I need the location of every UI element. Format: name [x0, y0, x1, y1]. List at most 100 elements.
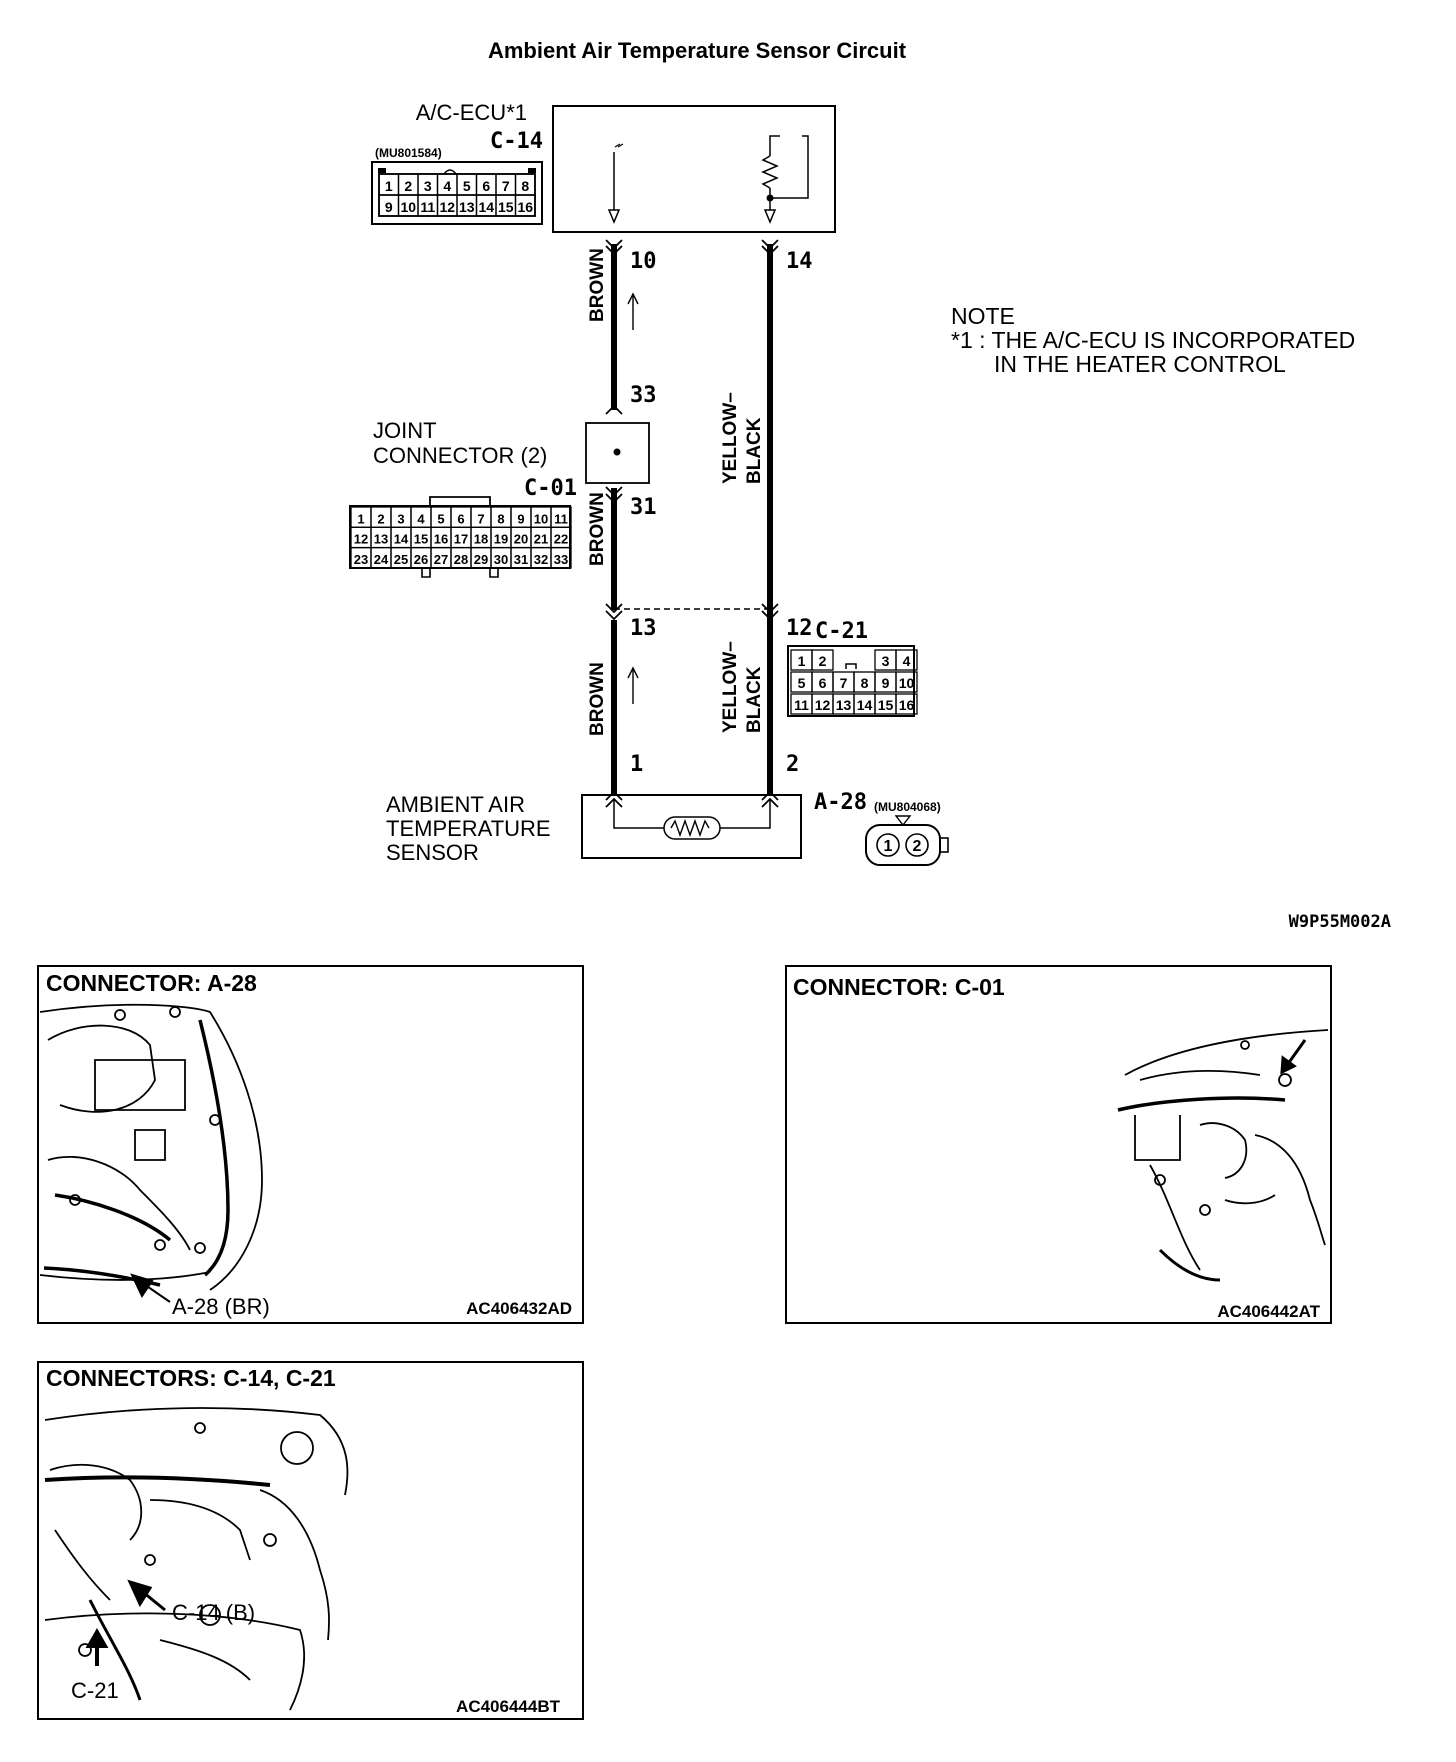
c21-pin-label: 2 — [819, 653, 827, 669]
wire-label-yellow-upper: YELLOW– — [720, 392, 741, 484]
panel-a28-code: AC406432AD — [466, 1299, 572, 1318]
pin-12: 12 — [786, 616, 813, 641]
panel-c01-title: CONNECTOR: C-01 — [793, 974, 1005, 1000]
ecu-box — [552, 105, 836, 233]
joint-label-line1: JOINT — [373, 418, 437, 443]
sensor-label-line3: SENSOR — [386, 840, 479, 865]
c01-pin-label: 33 — [554, 552, 568, 567]
c01-pin-label: 3 — [397, 511, 404, 526]
c01-pin-label: 19 — [494, 532, 508, 547]
pin-1: 1 — [630, 752, 643, 777]
c21-cell — [895, 649, 918, 671]
c01-pin-label: 28 — [454, 552, 468, 567]
c14-pin-label: 16 — [517, 199, 533, 215]
panel-connector-a28: CONNECTOR: A-28 A-28 (BR) AC406432AD — [37, 965, 584, 1324]
diagram-title: Ambient Air Temperature Sensor Circuit — [488, 38, 907, 63]
c14-pin-label: 7 — [502, 178, 510, 194]
c01-pin-label: 1 — [357, 511, 364, 526]
c01-pin-label: 4 — [417, 511, 425, 526]
ecu-connector-id: C-14 — [490, 129, 543, 154]
c21-cell — [895, 671, 918, 693]
wire-brown-lower — [605, 620, 623, 808]
sensor-box — [581, 794, 802, 859]
c21-pin-label: 14 — [857, 697, 873, 713]
c21-pin-label: 12 — [815, 697, 831, 713]
c01-pin-label: 23 — [354, 552, 368, 567]
c01-pin-label: 2 — [377, 511, 384, 526]
panel-a28-title: CONNECTOR: A-28 — [46, 970, 257, 996]
c14-callout-arrow-icon — [127, 1579, 166, 1612]
c14-pin-label: 5 — [463, 178, 471, 194]
pin-33: 33 — [630, 383, 657, 408]
c01-pin-label: 26 — [414, 552, 428, 567]
wire-brown-upper — [605, 239, 623, 415]
dashboard-illustration-c14-c21 — [44, 1407, 349, 1711]
c21-pin-label: 10 — [899, 675, 915, 691]
wire-label-brown-lower: BROWN — [587, 662, 608, 736]
panel-c14c21-callout1: C-14 (B) — [172, 1600, 255, 1625]
wire-label-brown-upper: BROWN — [587, 248, 608, 322]
note-line2: IN THE HEATER CONTROL — [994, 351, 1286, 377]
c21-pin-label: 16 — [899, 697, 915, 713]
dashboard-illustration-c01 — [1117, 1029, 1329, 1282]
c14-pin-label: 15 — [498, 199, 514, 215]
sensor-label-line2: TEMPERATURE — [386, 816, 551, 841]
a28-pin-2: 2 — [913, 838, 922, 855]
current-arrow-upper-icon — [627, 292, 639, 330]
c21-pin-label: 3 — [882, 653, 890, 669]
c14-pin-label: 2 — [404, 178, 412, 194]
c01-pin-label: 7 — [477, 511, 484, 526]
c01-pin-label: 27 — [434, 552, 448, 567]
c01-pin-label: 10 — [534, 511, 548, 526]
ecu-resistor-icon — [761, 135, 809, 224]
c01-pin-label: 14 — [394, 532, 409, 547]
c01-pin-label: 15 — [414, 532, 428, 547]
sensor-part-number: (MU804068) — [874, 800, 941, 814]
panel-a28-callout: A-28 (BR) — [172, 1294, 270, 1319]
c14-pin-label: 6 — [482, 178, 490, 194]
c01-pin-label: 25 — [394, 552, 408, 567]
c01-pin-label: 9 — [517, 511, 524, 526]
c21-pin-label: 15 — [878, 697, 894, 713]
c01-pin-label: 18 — [474, 532, 488, 547]
c14-pin-label: 11 — [420, 199, 435, 215]
ecu-part-number: (MU801584) — [375, 146, 442, 160]
c21-pin-label: 6 — [819, 675, 827, 691]
c01-pin-label: 13 — [374, 532, 388, 547]
current-arrow-lower-icon — [627, 666, 639, 704]
c01-pin-label: 5 — [437, 511, 444, 526]
pin-13: 13 — [630, 616, 657, 641]
pin-14: 14 — [786, 249, 813, 274]
c01-pin-label: 30 — [494, 552, 508, 567]
a28-pin-1: 1 — [884, 838, 893, 855]
c14-pin-label: 9 — [385, 199, 393, 215]
c21-callout-arrow-icon — [85, 1627, 109, 1666]
panel-c14c21-code: AC406444BT — [456, 1697, 561, 1716]
c01-callout-arrow-icon — [1280, 1039, 1307, 1075]
joint-connector-box — [585, 422, 650, 484]
c14-pin-label: 14 — [478, 199, 494, 215]
c21-pin-label: 13 — [836, 697, 852, 713]
c21-connector-id: C-21 — [815, 619, 868, 644]
c01-pin-label: 6 — [457, 511, 464, 526]
wire-label-black-upper: BLACK — [744, 417, 765, 484]
panel-connector-c01: CONNECTOR: C-01 AC406442AT — [785, 965, 1332, 1324]
c01-pin-label: 22 — [554, 532, 568, 547]
c21-pin-label: 8 — [861, 675, 869, 691]
ecu-name: A/C-ECU*1 — [416, 100, 527, 125]
thermistor-icon — [663, 816, 721, 840]
c21-pin-label: 4 — [903, 653, 911, 669]
panel-c01-code: AC406442AT — [1217, 1302, 1320, 1321]
c21-pin-label: 5 — [798, 675, 806, 691]
panel-connectors-c14-c21: CONNECTORS: C-14, C-21 C-14 (B) C-21 AC4… — [37, 1361, 584, 1720]
wire-yellow-black — [761, 239, 779, 808]
c21-cell — [811, 649, 834, 671]
c14-pin-label: 13 — [459, 199, 475, 215]
joint-label-line2: CONNECTOR (2) — [373, 443, 547, 468]
c01-pin-label: 16 — [434, 532, 448, 547]
note-heading: NOTE — [951, 303, 1015, 329]
note-line1: *1 : THE A/C-ECU IS INCORPORATED — [951, 327, 1355, 353]
c21-cell — [895, 693, 918, 715]
